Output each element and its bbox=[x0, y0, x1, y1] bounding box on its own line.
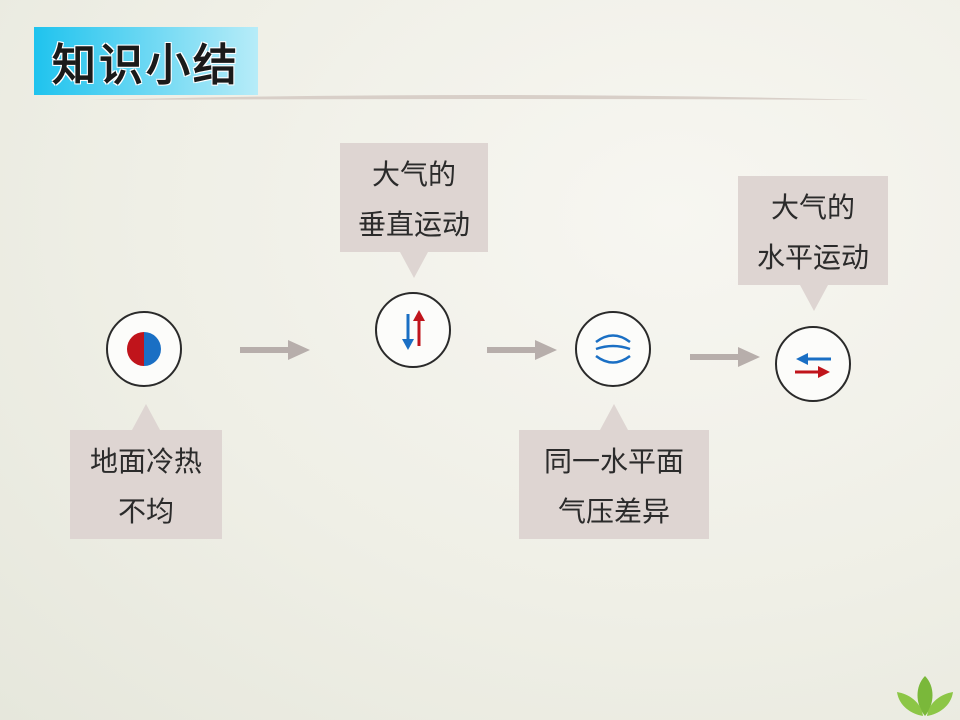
flow-arrow-2 bbox=[487, 340, 557, 360]
ground-heat-callout: 地面冷热 不均 bbox=[70, 430, 222, 539]
flow-arrow-3 bbox=[690, 347, 760, 367]
vertical-motion-callout-tail bbox=[400, 252, 428, 278]
horizontal-motion-callout-tail bbox=[800, 285, 828, 311]
ground-heat-node bbox=[106, 311, 182, 387]
callout-line: 不均 bbox=[117, 495, 174, 528]
pressure-diff-node bbox=[575, 311, 651, 387]
half-red-half-blue-circle-icon bbox=[127, 332, 161, 366]
callout-line: 水平运动 bbox=[756, 241, 869, 274]
leaf-logo-icon bbox=[897, 676, 953, 716]
isobar-curves-icon bbox=[595, 334, 631, 364]
vertical-motion-callout: 大气的 垂直运动 bbox=[340, 143, 488, 252]
callout-line: 气压差异 bbox=[557, 495, 670, 528]
pressure-diff-callout: 同一水平面 气压差异 bbox=[519, 430, 709, 539]
horizontal-motion-callout: 大气的 水平运动 bbox=[738, 176, 888, 285]
callout-line: 同一水平面 bbox=[543, 445, 684, 478]
flow-arrow-1 bbox=[240, 340, 310, 360]
callout-line: 垂直运动 bbox=[357, 208, 470, 241]
up-down-arrows-icon bbox=[402, 310, 425, 350]
callout-line: 大气的 bbox=[371, 158, 456, 191]
left-right-arrows-icon bbox=[795, 353, 831, 378]
callout-line: 大气的 bbox=[770, 191, 855, 224]
horizontal-motion-node bbox=[775, 326, 851, 402]
vertical-motion-node bbox=[375, 292, 451, 368]
title-banner: 知识小结 bbox=[34, 27, 258, 95]
callout-line: 地面冷热 bbox=[89, 445, 202, 478]
title-underline bbox=[90, 95, 870, 100]
page-title: 知识小结 bbox=[52, 40, 240, 91]
ground-heat-callout-tail bbox=[132, 404, 160, 430]
pressure-diff-callout-tail bbox=[600, 404, 628, 430]
